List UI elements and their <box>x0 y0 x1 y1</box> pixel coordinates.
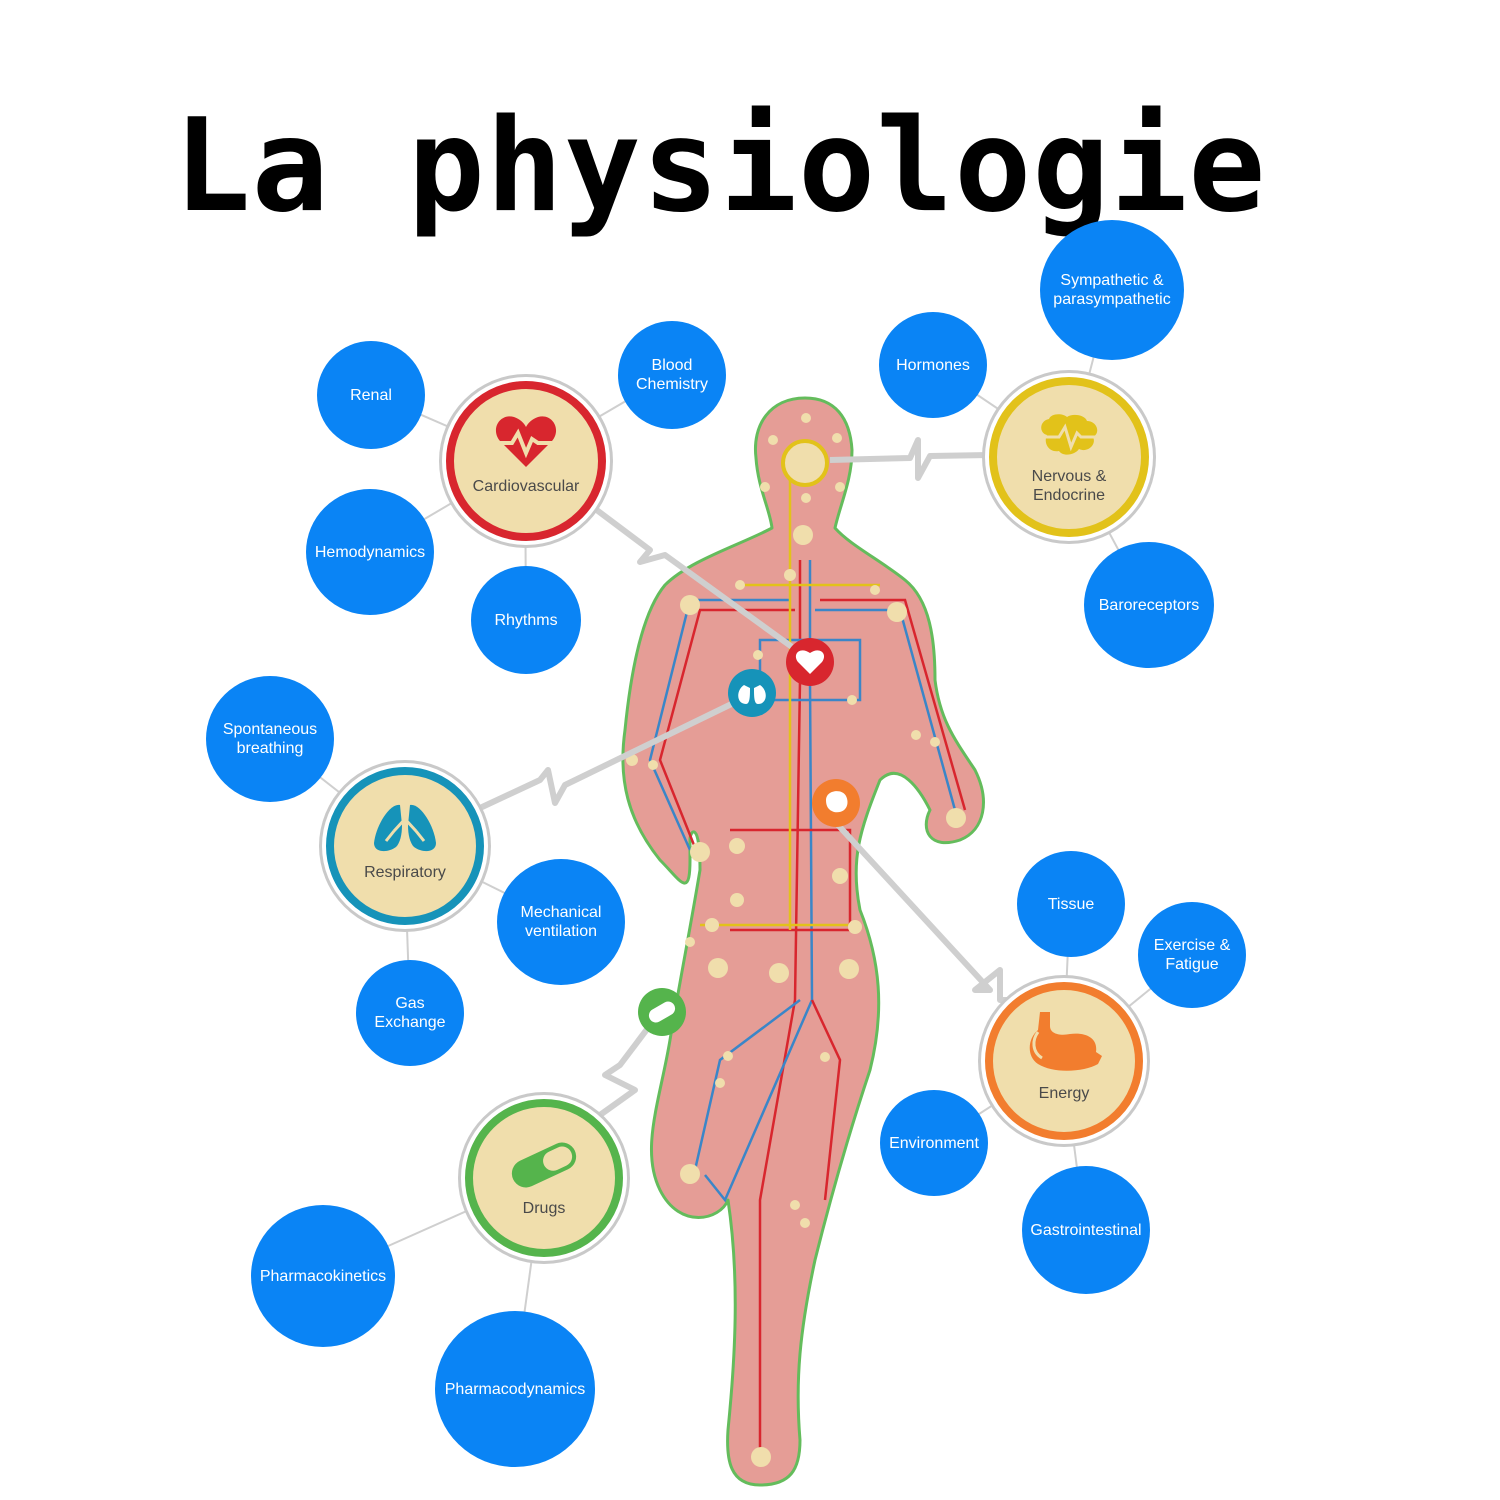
topic-sympathetic-parasympathetic[interactable]: Sympathetic & parasympathetic <box>1040 220 1184 360</box>
topic-pharmacokinetics[interactable]: Pharmacokinetics <box>251 1205 395 1347</box>
topic-environment[interactable]: Environment <box>880 1090 988 1196</box>
topic-hormones[interactable]: Hormones <box>879 312 987 418</box>
hub-cardiovascular[interactable]: Cardiovascular <box>446 381 606 541</box>
brain-icon <box>1041 414 1098 455</box>
human-body-figure <box>621 396 985 1487</box>
topic-pharmacodynamics[interactable]: Pharmacodynamics <box>435 1311 595 1467</box>
heart-icon <box>495 416 557 467</box>
topic-baroreceptors[interactable]: Baroreceptors <box>1084 542 1214 668</box>
topic-rhythms[interactable]: Rhythms <box>471 566 581 674</box>
topic-spontaneous-breathing[interactable]: Spontaneous breathing <box>206 676 334 802</box>
topic-gas-exchange[interactable]: Gas Exchange <box>356 960 464 1066</box>
topic-mechanical-ventilation[interactable]: Mechanical ventilation <box>497 859 625 985</box>
hub-connectors <box>478 437 1010 1118</box>
hub-label: Respiratory <box>364 864 446 881</box>
stomach-icon <box>1029 1012 1102 1071</box>
hub-label: Energy <box>1038 1085 1090 1102</box>
pill-icon <box>511 1142 577 1188</box>
hub-label: Drugs <box>522 1200 566 1217</box>
lungs-icon <box>374 795 436 852</box>
hub-label: Nervous & Endocrine <box>1031 468 1107 504</box>
topic-gastrointestinal[interactable]: Gastrointestinal <box>1022 1166 1150 1294</box>
hub-drugs[interactable]: Drugs <box>465 1099 623 1257</box>
hub-respiratory[interactable]: Respiratory <box>326 767 484 925</box>
hub-label: Cardiovascular <box>472 478 580 495</box>
topic-hemodynamics[interactable]: Hemodynamics <box>306 489 434 615</box>
page-title: La physiologie <box>173 92 1267 241</box>
organ-markers <box>638 439 860 1036</box>
hub-energy[interactable]: Energy <box>985 982 1143 1140</box>
hub-nervous-endocrine[interactable]: Nervous & Endocrine <box>989 377 1149 537</box>
topic-tissue[interactable]: Tissue <box>1017 851 1125 957</box>
topic-blood-chemistry[interactable]: Blood Chemistry <box>618 321 726 429</box>
topic-renal[interactable]: Renal <box>317 341 425 449</box>
topic-exercise-fatigue[interactable]: Exercise & Fatigue <box>1138 902 1246 1008</box>
